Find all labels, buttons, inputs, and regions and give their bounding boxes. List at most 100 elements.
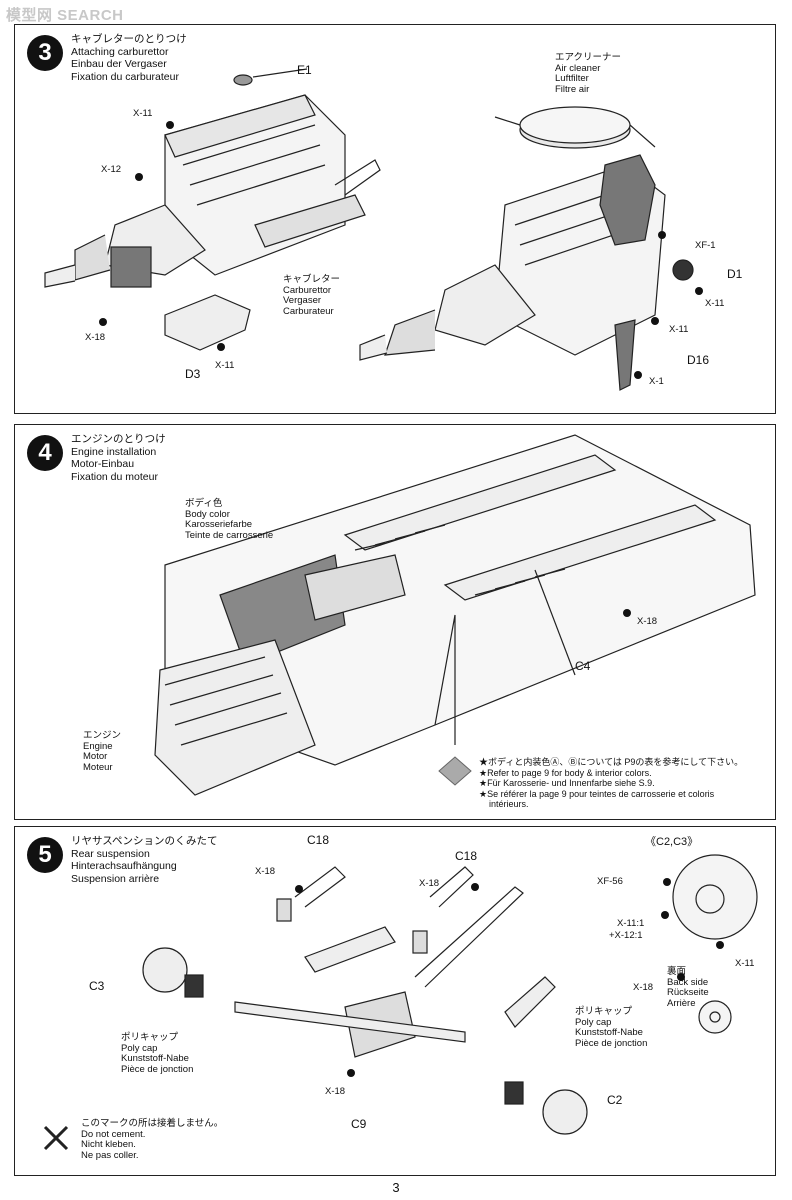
title-de: Hinterachsaufhängung — [71, 860, 177, 872]
title-de: Einbau der Vergaser — [71, 58, 167, 70]
part-e1-label: E1 — [297, 63, 312, 77]
screw-x1-label: X-1 — [649, 376, 664, 387]
step-5-panel: 5 リヤサスペンションのくみたて Rear suspension Hintera… — [14, 826, 776, 1176]
part-c3-label: C3 — [89, 979, 105, 993]
screw-x11-label: X-11 — [735, 958, 755, 969]
caption-en: Body color — [185, 508, 230, 520]
caption-de: Luftfilter — [555, 73, 589, 84]
watermark: 模型网 SEARCH — [6, 7, 124, 24]
caption-en: Air cleaner — [555, 62, 601, 74]
part-d3-label: D3 — [185, 367, 201, 381]
color-reference-notes: ★ボディと内装色Ⓐ、Ⓑについては P9の表を参考にして下さい。 ★Refer t… — [479, 757, 743, 810]
note-jp: このマークの所は接着しません。 — [81, 1118, 224, 1129]
body-color-caption: ボディ色 Body color Karosseriefarbe Teinte d… — [185, 498, 274, 541]
paint-xf1-label: XF-1 — [695, 240, 716, 251]
part-c9-label: C9 — [351, 1117, 367, 1131]
title-en: Rear suspension — [71, 847, 150, 860]
caption-fr: Teinte de carrosserie — [185, 529, 274, 541]
caption-de: Kunststoff-Nabe — [121, 1053, 189, 1064]
step-title: キャブレターのとりつけ Attaching carburettor Einbau… — [71, 33, 187, 83]
title-en: Engine installation — [71, 445, 157, 458]
caption-fr: Pièce de jonction — [121, 1063, 194, 1075]
step-title: エンジンのとりつけ Engine installation Motor-Einb… — [71, 433, 166, 483]
caption-de: Kunststoff-Nabe — [575, 1027, 643, 1038]
screw-x18-label-2: X-18 — [419, 878, 440, 889]
step-title: リヤサスペンションのくみたて Rear suspension Hinterach… — [71, 835, 217, 885]
screw-x11-label-4: X-11 — [669, 324, 689, 335]
screw-x12-1-label: +X-12:1 — [609, 930, 643, 941]
caption-fr: Moteur — [83, 761, 113, 773]
paint-xf56-label: XF-56 — [597, 876, 623, 887]
caption-fr: Pièce de jonction — [575, 1037, 648, 1049]
caption-jp: ボディ色 — [185, 498, 223, 509]
caption-jp: キャブレター — [283, 274, 341, 285]
caption-de: Vergaser — [283, 295, 322, 306]
screw-x18-label: X-18 — [85, 332, 106, 343]
no-cement-note: このマークの所は接着しません。 Do not cement. Nicht kle… — [81, 1118, 224, 1161]
part-c18-label: C18 — [307, 833, 330, 847]
step-number-badge: 4 — [27, 435, 63, 471]
screw-x18-label: X-18 — [255, 866, 276, 877]
title-de: Motor-Einbau — [71, 458, 135, 470]
chassis-engine-illustration — [154, 434, 756, 796]
title-fr: Fixation du moteur — [71, 470, 158, 483]
caption-en: Poly cap — [575, 1016, 612, 1028]
screw-x12-label: X-12 — [101, 164, 122, 175]
screw-x18-label-4: X-18 — [633, 982, 654, 993]
caption-jp: ポリキャップ — [575, 1006, 633, 1017]
screw-x18-label: X-18 — [637, 616, 658, 627]
title-jp: エンジンのとりつけ — [71, 433, 166, 445]
screw-x11-1-label: X-11:1 — [617, 918, 645, 929]
note-fr: Ne pas coller. — [81, 1149, 139, 1161]
screw-x18-label-3: X-18 — [325, 1086, 346, 1097]
screw-x11-label-2: X-11 — [215, 360, 235, 371]
caption-jp: エンジン — [83, 730, 122, 741]
caption-en: Back side — [667, 976, 709, 988]
step-4-panel: 4 エンジンのとりつけ Engine installation Motor-Ei… — [14, 424, 776, 820]
poly-cap-caption: ポリキャップ Poly cap Kunststoff-Nabe Pièce de… — [121, 1032, 194, 1075]
screw-x11-label-3: X-11 — [705, 298, 725, 309]
note-fr: ★Se référer la page 9 pour teintes de ca… — [479, 788, 715, 799]
part-c18-label-2: C18 — [455, 849, 478, 863]
caption-de: Karosseriefarbe — [185, 519, 253, 530]
caption-jp: エアクリーナー — [555, 52, 622, 63]
caption-fr: Arrière — [667, 997, 696, 1009]
caption-fr: Filtre air — [555, 83, 590, 95]
paint-chip-icon — [438, 756, 472, 786]
step-3-panel: 3 キャブレターのとりつけ Attaching carburettor Einb… — [14, 24, 776, 414]
caption-de: Rückseite — [667, 987, 709, 998]
caption-en: Poly cap — [121, 1042, 158, 1054]
caption-fr: Carburateur — [283, 305, 334, 317]
step-number-badge: 3 — [27, 35, 63, 71]
note-de: Nicht kleben. — [81, 1139, 136, 1150]
caption-de: Motor — [83, 751, 108, 762]
note-en: Do not cement. — [81, 1128, 146, 1140]
engine-caption: エンジン Engine Motor Moteur — [83, 730, 122, 773]
note-de: ★Für Karosserie- und Innenfarbe siehe S.… — [479, 778, 655, 788]
title-fr: Fixation du carburateur — [71, 70, 179, 83]
note-fr-cont: intérieurs. — [489, 799, 529, 809]
title-fr: Suspension arrière — [71, 872, 160, 885]
step-number-badge: 5 — [27, 837, 63, 873]
page-number: 3 — [392, 1180, 400, 1195]
caption-en: Engine — [83, 740, 113, 752]
back-side-caption: 裏面 Back side Rückseite Arrière — [667, 966, 709, 1009]
variant-label: 《C2,C3》 — [645, 836, 699, 848]
air-cleaner-caption: エアクリーナー Air cleaner Luftfilter Filtre ai… — [555, 52, 622, 95]
poly-cap-caption-2: ポリキャップ Poly cap Kunststoff-Nabe Pièce de… — [575, 1006, 648, 1049]
part-d1-label: D1 — [727, 267, 743, 281]
rear-suspension-illustration — [43, 854, 758, 1151]
part-c2-label: C2 — [607, 1093, 623, 1107]
title-en: Attaching carburettor — [71, 45, 169, 58]
title-jp: リヤサスペンションのくみたて — [71, 835, 218, 847]
screw-x11-label: X-11 — [133, 108, 153, 119]
engine-carburettor-illustration — [44, 68, 703, 391]
note-jp: ★ボディと内装色Ⓐ、Ⓑについては P9の表を参考にして下さい。 — [479, 757, 744, 767]
caption-jp: 裏面 — [667, 966, 687, 977]
title-jp: キャブレターのとりつけ — [71, 33, 187, 45]
caption-jp: ポリキャップ — [121, 1032, 179, 1043]
carburettor-caption: キャブレター Carburettor Vergaser Carburateur — [283, 274, 341, 317]
caption-en: Carburettor — [283, 284, 332, 296]
part-c4-label: C4 — [575, 659, 591, 673]
note-en: ★Refer to page 9 for body & interior col… — [479, 767, 652, 778]
